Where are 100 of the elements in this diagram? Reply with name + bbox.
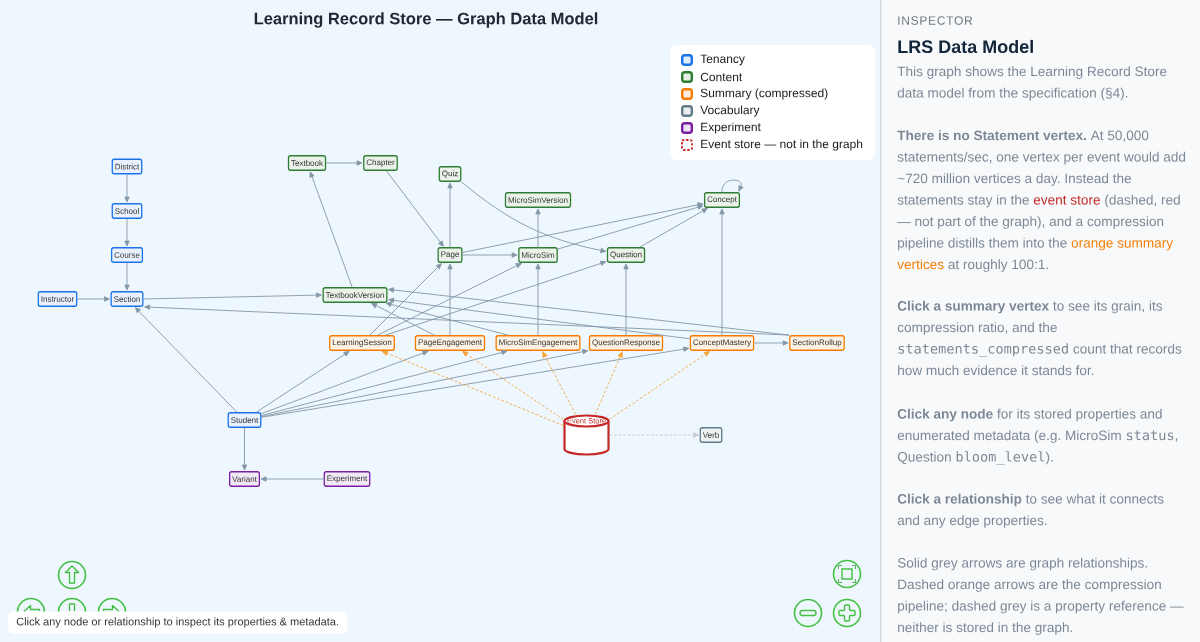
- label: at roughly 100:1.: [948, 259, 1048, 272]
- arrow: [623, 263, 629, 336]
- arrow: [124, 173, 130, 203]
- arrow: [535, 208, 541, 248]
- node-box: Verb: [699, 427, 723, 443]
- dashed-arrow: [609, 351, 710, 420]
- node-box: School: [111, 203, 143, 219]
- status-bar: Click any node or relationship to inspect its properties & metadata.: [8, 611, 348, 634]
- label: statements stay in the: [897, 194, 1029, 208]
- paragraph: Solid grey arrows are graph relationships. Dashed orange arrows are the compression pipeline; dashed grey is a property reference — neither is stored in the graph.: [897, 557, 1184, 635]
- legend-label: Vocabulary: [700, 105, 760, 117]
- arrow: [535, 263, 541, 336]
- arrow: [261, 349, 589, 418]
- arrow: [261, 349, 508, 416]
- node-box: SectionRollup: [789, 335, 845, 351]
- arrow: [388, 287, 790, 336]
- legend-label: Summary (compressed): [700, 88, 828, 100]
- label: There is no Statement vertex. At 50,000: [897, 130, 1149, 142]
- arrow: [460, 181, 607, 253]
- node-box: LearningSession: [329, 335, 395, 351]
- arrow: [557, 204, 704, 250]
- label: event store: [1033, 195, 1100, 205]
- node-box: Textbook: [287, 155, 327, 171]
- arrow: [241, 427, 248, 471]
- arrow: [143, 292, 322, 300]
- node-box: QuestionResponse: [588, 335, 664, 351]
- label: orange summary: [1071, 240, 1174, 251]
- label: Question: [897, 451, 951, 465]
- node-box: MicroSim: [518, 247, 558, 263]
- node-box: Concept: [703, 192, 741, 208]
- label: enumerated metadata (e.g. MicroSim: [897, 430, 1121, 443]
- arrow: [388, 297, 691, 340]
- label: Click any node for its stored properties and: [897, 408, 1162, 422]
- arrow: [260, 476, 325, 482]
- paragraph: There is no Statement vertex. At 50,000 statements/sec, one vertex per event would add ~720 million vertices a day. Instead the statements stay in the event store (dashed, red — not part of the graph), and a compression pipeline distills them into the orange summary vertices at roughly 100:1.: [897, 130, 1186, 272]
- paragraph: Click a relationship to see what it connects and any edge properties.: [897, 493, 1164, 528]
- label: statements/sec, one vertex per event would add: [897, 151, 1186, 165]
- node-box: MicroSimEngagement: [495, 335, 581, 351]
- legend-label: Experiment: [701, 122, 761, 134]
- arrow: [447, 263, 453, 336]
- arrow: [135, 307, 238, 413]
- label: ).: [1045, 451, 1053, 465]
- node-box: Course: [110, 247, 144, 263]
- node-box: Variant: [229, 471, 261, 487]
- section-label: INSPECTOR: [898, 16, 973, 25]
- arrow: [462, 202, 704, 253]
- arrow: [462, 252, 518, 258]
- node-box: ConceptMastery: [689, 335, 755, 351]
- node-box: Experiment: [323, 471, 371, 487]
- arrow: [377, 262, 522, 336]
- arrow: [256, 351, 350, 413]
- label: status: [1126, 430, 1174, 441]
- arrow: [124, 262, 130, 291]
- node-box: TextbookVersion: [322, 287, 388, 303]
- paragraph: Click any node for its stored properties and enumerated metadata (e.g. MicroSim status , Question bloom_level).: [897, 408, 1178, 465]
- arrow: [385, 260, 607, 336]
- node-box: Page: [437, 247, 463, 263]
- dashed-arrow: [462, 351, 564, 420]
- node-box: Question: [606, 247, 646, 263]
- legend-label: Tenancy: [700, 54, 745, 66]
- dashed-arrow: [594, 351, 623, 415]
- dashed-arrow: [609, 432, 699, 438]
- label: ~720 million vertices a day. Instead the: [897, 173, 1132, 186]
- legend-label: Content: [700, 72, 743, 82]
- node-box: PageEngagement: [414, 335, 486, 351]
- arrow: [719, 208, 725, 336]
- label: — not part of the graph), and a compression: [897, 216, 1164, 229]
- label: vertices: [897, 259, 944, 270]
- label: ,: [1175, 438, 1178, 442]
- legend-label: Event store — not in the graph: [701, 139, 863, 151]
- paragraph: Click a summary vertex to see its grain, its compression ratio, and the statements_compressed count that records how much evidence it stands for.: [897, 300, 1182, 376]
- title: Learning Record Store — Graph Data Model: [254, 12, 598, 28]
- node-box: MicroSimVersion: [504, 192, 572, 208]
- arrow: [386, 170, 444, 247]
- label: pipeline distills them into the: [898, 237, 1067, 251]
- arrow: [261, 350, 429, 415]
- loop-arrow: [721, 179, 744, 193]
- node-box: Student: [227, 412, 262, 428]
- arrow: [261, 346, 690, 418]
- node-box: Quiz: [438, 166, 462, 182]
- arrow: [385, 301, 509, 336]
- arrow: [369, 263, 442, 336]
- arrow: [76, 296, 110, 302]
- arrow: [124, 218, 130, 247]
- arrow: [447, 182, 453, 248]
- panel-heading: LRS Data Model: [898, 39, 1033, 54]
- paragraph: This graph shows the Learning Record Store data model from the specification (§4).: [897, 66, 1167, 101]
- arrow: [639, 208, 708, 248]
- arrow: [371, 302, 435, 336]
- node-box: Instructor: [37, 291, 78, 307]
- node-box: District: [111, 158, 143, 175]
- node-box: Chapter: [363, 155, 398, 171]
- dashed-arrow: [542, 351, 577, 415]
- arrow: [309, 171, 353, 288]
- arrow: [144, 304, 790, 336]
- label: bloom_level: [956, 451, 1045, 465]
- label: (dashed, red: [1105, 194, 1180, 208]
- arrow: [325, 160, 363, 166]
- node-box: Section: [110, 291, 144, 307]
- dashed-arrow: [381, 350, 564, 426]
